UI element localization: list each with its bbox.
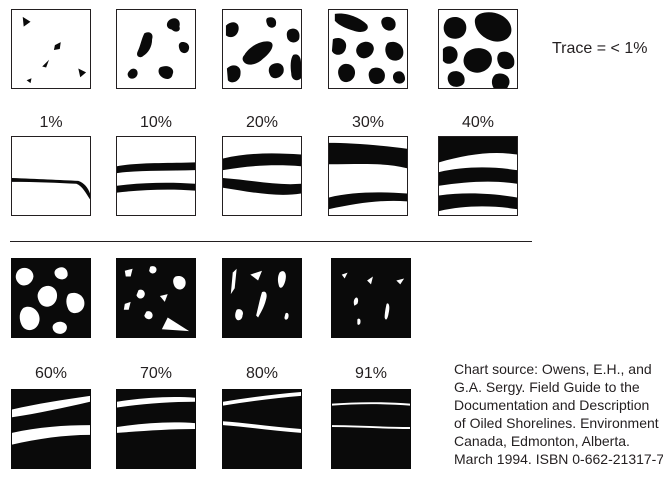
coverage-label-10: 10% bbox=[139, 114, 173, 131]
band-1-percent bbox=[11, 136, 91, 216]
chart-source-citation: Chart source: Owens, E.H., and G.A. Serg… bbox=[454, 360, 663, 484]
band-20-percent bbox=[222, 136, 302, 216]
coverage-label-91: 91% bbox=[354, 365, 388, 382]
pattern-80-percent bbox=[222, 258, 302, 338]
source-line: Canada, Edmonton, Alberta. bbox=[454, 433, 630, 449]
pattern-40-percent bbox=[438, 9, 518, 89]
pattern-70-percent bbox=[116, 258, 196, 338]
source-line: of Oiled Shorelines. Environment bbox=[454, 415, 659, 431]
pattern-91-percent bbox=[331, 258, 411, 338]
coverage-label-30: 30% bbox=[351, 114, 385, 131]
coverage-label-20: 20% bbox=[245, 114, 279, 131]
coverage-label-60: 60% bbox=[34, 365, 68, 382]
coverage-label-1: 1% bbox=[39, 114, 63, 131]
pattern-1-percent bbox=[11, 9, 91, 89]
band-80-percent bbox=[222, 389, 302, 469]
coverage-label-70: 70% bbox=[139, 365, 173, 382]
band-10-percent bbox=[116, 136, 196, 216]
pattern-10-percent bbox=[116, 9, 196, 89]
trace-note: Trace = < 1% bbox=[552, 40, 648, 57]
band-40-percent bbox=[438, 136, 518, 216]
section-divider bbox=[10, 241, 532, 242]
band-60-percent bbox=[11, 389, 91, 469]
band-91-percent bbox=[331, 389, 411, 469]
source-line: March 1994. ISBN 0-662-21317-7 bbox=[454, 451, 663, 467]
source-line: Chart source: Owens, E.H., and bbox=[454, 361, 652, 377]
pattern-30-percent bbox=[328, 9, 408, 89]
coverage-label-80: 80% bbox=[245, 365, 279, 382]
source-line: G.A. Sergy. Field Guide to the bbox=[454, 379, 640, 395]
source-line: Documentation and Description bbox=[454, 397, 650, 413]
band-30-percent bbox=[328, 136, 408, 216]
pattern-60-percent bbox=[11, 258, 91, 338]
band-70-percent bbox=[116, 389, 196, 469]
pattern-20-percent bbox=[222, 9, 302, 89]
coverage-label-40: 40% bbox=[461, 114, 495, 131]
